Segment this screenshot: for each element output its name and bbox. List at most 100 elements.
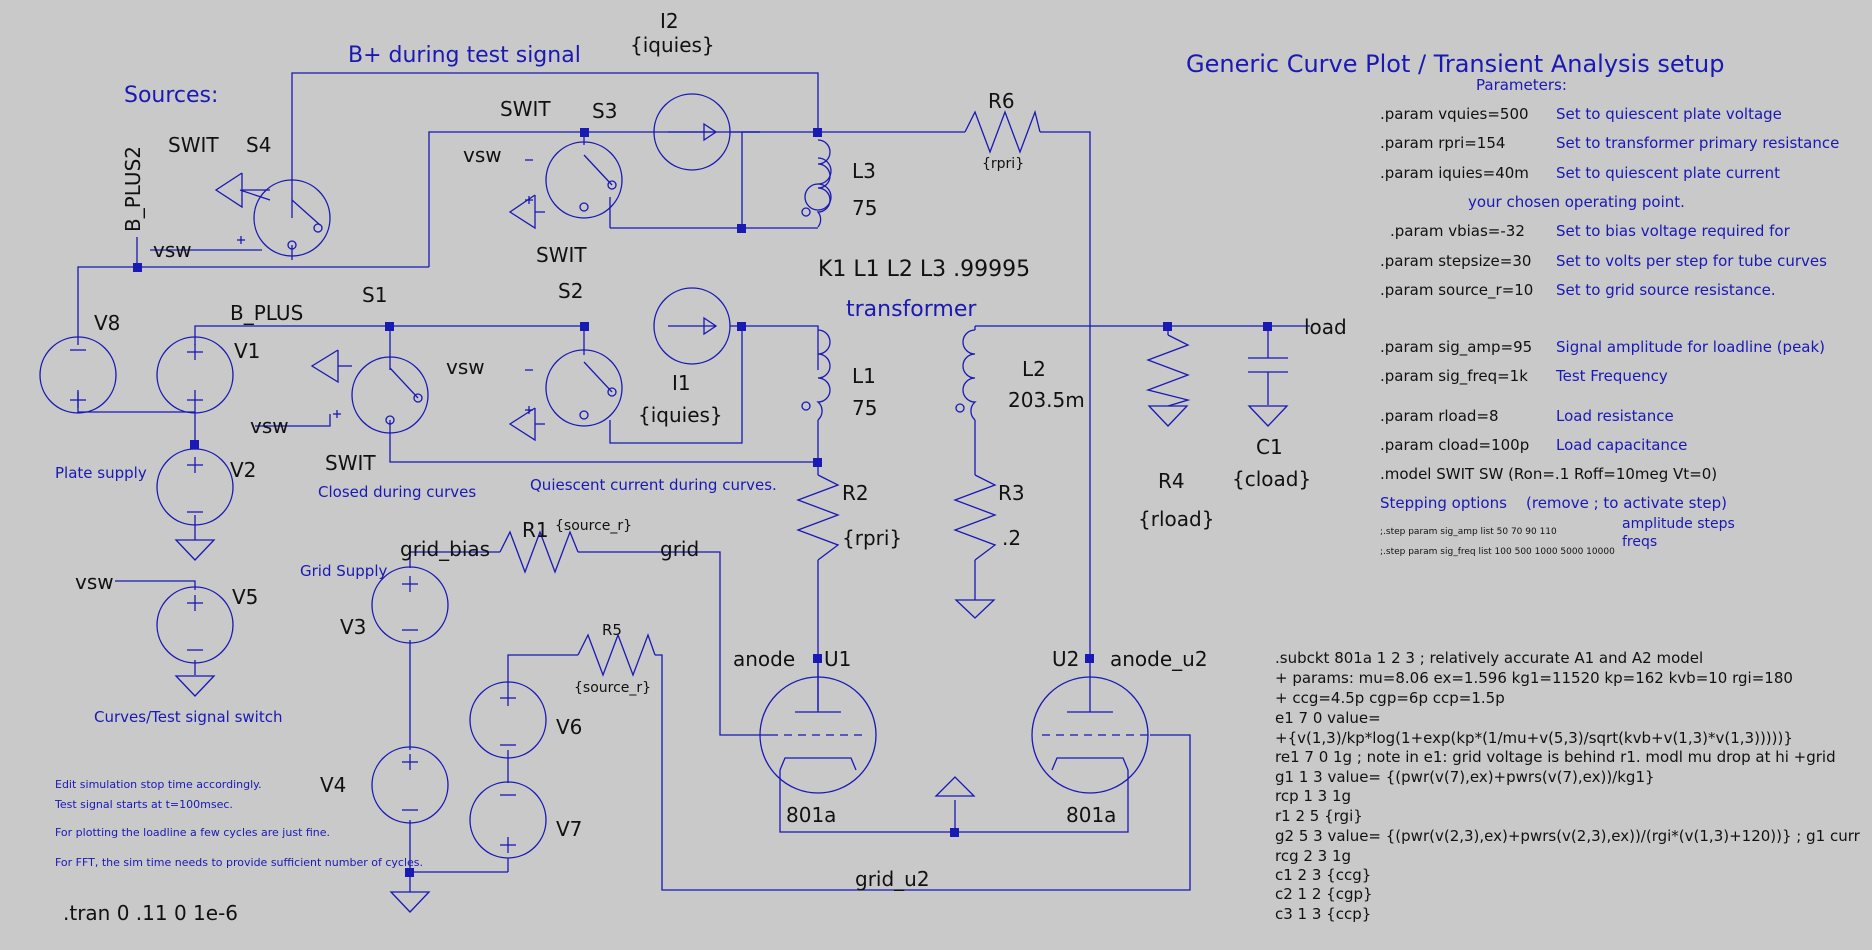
param-cmd[interactable]: .param vquies=500: [1380, 105, 1529, 123]
label-r4-value[interactable]: {rload}: [1138, 507, 1214, 531]
label-l2-name[interactable]: L2: [1022, 357, 1046, 381]
param-cmd[interactable]: .param rpri=154: [1380, 134, 1505, 152]
param-cmd[interactable]: .param stepsize=30: [1380, 252, 1531, 270]
label-swit-s1[interactable]: SWIT: [325, 451, 376, 475]
source-v7[interactable]: [469, 781, 547, 859]
label-u2[interactable]: U2: [1052, 647, 1079, 671]
tran-directive[interactable]: .tran 0 .11 0 1e-6: [63, 901, 238, 925]
resistor-r6[interactable]: [964, 109, 1041, 154]
label-i2-value[interactable]: {iquies}: [630, 33, 715, 57]
inductor-l3[interactable]: [801, 139, 832, 228]
label-grid-u2[interactable]: grid_u2: [855, 867, 930, 891]
label-v4[interactable]: V4: [320, 773, 346, 797]
label-vsw-v5[interactable]: vsw: [75, 570, 114, 594]
source-v2[interactable]: [156, 448, 234, 526]
label-u2-model[interactable]: 801a: [1066, 803, 1116, 827]
label-vsw-s2[interactable]: vsw: [446, 355, 485, 379]
label-vsw-s4[interactable]: vsw: [153, 238, 192, 262]
label-swit-s3-top[interactable]: SWIT: [500, 97, 551, 121]
label-u1[interactable]: U1: [824, 647, 851, 671]
label-s1[interactable]: S1: [362, 283, 387, 307]
param-cmd[interactable]: .param sig_freq=1k: [1380, 367, 1528, 386]
resistor-r5[interactable]: [577, 633, 656, 677]
label-v2[interactable]: V2: [230, 458, 256, 482]
source-v8[interactable]: [39, 336, 117, 414]
label-l3-value[interactable]: 75: [852, 196, 877, 220]
label-coupling[interactable]: K1 L1 L2 L3 .99995: [818, 257, 1030, 282]
label-r6-name[interactable]: R6: [988, 89, 1015, 113]
label-c1-name[interactable]: C1: [1256, 435, 1283, 459]
current-source-i2[interactable]: [653, 93, 731, 171]
param-cmd[interactable]: .param cload=100p: [1380, 436, 1529, 454]
param-cmd[interactable]: .param iquies=40m: [1380, 164, 1529, 182]
tube-u2[interactable]: [1031, 676, 1150, 794]
label-r5-name[interactable]: R5: [602, 621, 622, 639]
label-r1-value[interactable]: {source_r}: [555, 518, 632, 534]
capacitor-c1[interactable]: [1248, 357, 1288, 373]
label-i1-value[interactable]: {iquies}: [638, 403, 723, 427]
label-v3[interactable]: V3: [340, 615, 366, 639]
source-v6[interactable]: [469, 681, 547, 759]
label-i1-name[interactable]: I1: [672, 371, 691, 395]
switch-s4[interactable]: [237, 179, 331, 260]
label-grid-bias[interactable]: grid_bias: [400, 537, 490, 561]
label-r6-value[interactable]: {rpri}: [982, 156, 1024, 172]
param-cmd[interactable]: .param sig_amp=95: [1380, 338, 1532, 357]
tube-u1[interactable]: [759, 676, 877, 794]
label-l1-name[interactable]: L1: [852, 364, 876, 388]
inductor-l2[interactable]: [955, 329, 977, 421]
resistor-r3[interactable]: [953, 474, 997, 561]
label-c1-value[interactable]: {cload}: [1232, 467, 1311, 491]
subckt-listing[interactable]: .subckt 801a 1 2 3 ; relatively accurate…: [1275, 649, 1861, 923]
source-v5[interactable]: [156, 586, 234, 664]
step-directive-freq[interactable]: ;.step param sig_freq list 100 500 1000 …: [1380, 547, 1615, 557]
label-vsw-s3[interactable]: vsw: [463, 143, 502, 167]
current-source-i1[interactable]: [653, 287, 731, 365]
label-l2-value[interactable]: 203.5m: [1008, 388, 1085, 412]
label-u1-model[interactable]: 801a: [786, 803, 836, 827]
param-cmd[interactable]: .param source_r=10: [1380, 281, 1533, 300]
switch-s3[interactable]: [525, 141, 623, 219]
label-r4-name[interactable]: R4: [1158, 469, 1185, 493]
source-v4[interactable]: [371, 746, 449, 824]
param-cmd[interactable]: .param vbias=-32: [1390, 222, 1525, 240]
resistor-r2[interactable]: [796, 474, 840, 561]
label-i2-name[interactable]: I2: [660, 9, 679, 33]
label-swit-s4[interactable]: SWIT: [168, 133, 219, 157]
label-v6[interactable]: V6: [556, 715, 582, 739]
resistor-r4[interactable]: [1145, 334, 1191, 407]
label-swit-s3-bot[interactable]: SWIT: [536, 243, 587, 267]
source-v3[interactable]: [371, 566, 449, 644]
label-v7[interactable]: V7: [556, 817, 582, 841]
label-s3[interactable]: S3: [592, 99, 617, 123]
label-r2-value[interactable]: {rpri}: [842, 526, 902, 550]
label-v8[interactable]: V8: [94, 311, 120, 335]
label-r5-value[interactable]: {source_r}: [574, 680, 651, 696]
label-v5[interactable]: V5: [232, 585, 258, 609]
label-l1-value[interactable]: 75: [852, 396, 877, 420]
label-r2-name[interactable]: R2: [842, 481, 869, 505]
label-anode[interactable]: anode: [733, 647, 795, 671]
switch-s1[interactable]: [333, 356, 429, 434]
source-v1[interactable]: [156, 336, 234, 414]
model-directive[interactable]: .model SWIT SW (Ron=.1 Roff=10meg Vt=0): [1380, 465, 1717, 483]
label-b-plus2[interactable]: B_PLUS2: [121, 146, 145, 232]
label-r1-name[interactable]: R1: [522, 518, 549, 542]
switch-s2[interactable]: [525, 349, 623, 427]
label-s2[interactable]: S2: [558, 279, 583, 303]
step-directive-amp[interactable]: ;.step param sig_amp list 50 70 90 110: [1380, 527, 1557, 537]
label-vsw-s1[interactable]: vsw: [250, 414, 289, 438]
label-v1[interactable]: V1: [234, 339, 260, 363]
resistor-r1[interactable]: [499, 530, 579, 574]
label-l3-name[interactable]: L3: [852, 159, 876, 183]
label-b-plus[interactable]: B_PLUS: [230, 301, 303, 325]
param-cmd[interactable]: .param rload=8: [1380, 407, 1499, 425]
inductor-l1[interactable]: [801, 329, 831, 421]
label-load[interactable]: load: [1304, 315, 1347, 339]
label-s4[interactable]: S4: [246, 133, 271, 157]
label-grid[interactable]: grid: [660, 537, 699, 561]
label-anode-u2[interactable]: anode_u2: [1110, 647, 1208, 671]
label-r3-name[interactable]: R3: [998, 481, 1025, 505]
label-r3-value[interactable]: .2: [1002, 526, 1021, 550]
